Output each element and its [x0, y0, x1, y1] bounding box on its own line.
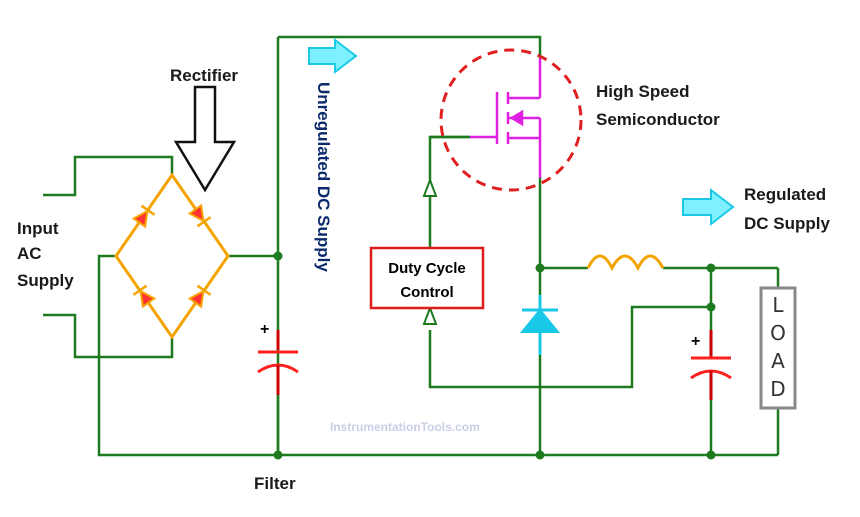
rectifier-arrow-icon	[173, 85, 237, 193]
bridge-diode-icon	[187, 203, 212, 228]
freewheel-diode	[519, 295, 561, 355]
inductor	[586, 254, 665, 272]
load-box	[759, 286, 797, 410]
input-label-line2: AC	[17, 244, 42, 263]
bridge-diode-icon	[132, 284, 157, 309]
input-label-line1: Input	[17, 219, 59, 238]
high-speed-label-line1: High Speed	[596, 82, 690, 101]
rectifier-bridge	[114, 172, 230, 340]
feedback-arrow-icon	[422, 305, 438, 325]
filter-label: Filter	[254, 474, 296, 493]
filter-capacitor	[257, 330, 299, 455]
rectifier-label: Rectifier	[170, 66, 238, 85]
unregulated-flow-arrow-icon	[308, 37, 358, 75]
watermark: InstrumentationTools.com	[330, 420, 480, 434]
input-label-line3: Supply	[17, 271, 74, 290]
duty-cycle-label-2: Control	[400, 284, 453, 301]
high-speed-label-line2: Semiconductor	[596, 110, 720, 129]
regulated-label-line2: DC Supply	[744, 214, 830, 233]
junction-dots	[273, 251, 716, 460]
bridge-diode-icon	[187, 284, 212, 309]
load-letter-d: D	[770, 377, 785, 401]
duty-cycle-label-1: Duty Cycle	[388, 260, 466, 277]
regulated-flow-arrow-icon	[682, 187, 735, 227]
semiconductor-highlight	[439, 48, 583, 192]
feedback-arrows	[422, 177, 438, 325]
regulated-label-line1: Regulated	[744, 185, 826, 204]
duty-cycle-box	[369, 246, 485, 310]
unregulated-dc-label: Unregulated DC Supply	[314, 82, 333, 272]
load-letter-a: A	[771, 349, 785, 373]
bridge-diode-icon	[131, 204, 156, 229]
load-letter-l: L	[772, 293, 784, 317]
filter-cap-plus: +	[260, 321, 269, 338]
gate-drive-arrow-icon	[422, 177, 438, 197]
output-cap-plus: +	[691, 333, 700, 350]
output-capacitor	[690, 330, 732, 400]
mosfet-switch	[470, 58, 542, 178]
load-letter-o: O	[770, 321, 786, 345]
